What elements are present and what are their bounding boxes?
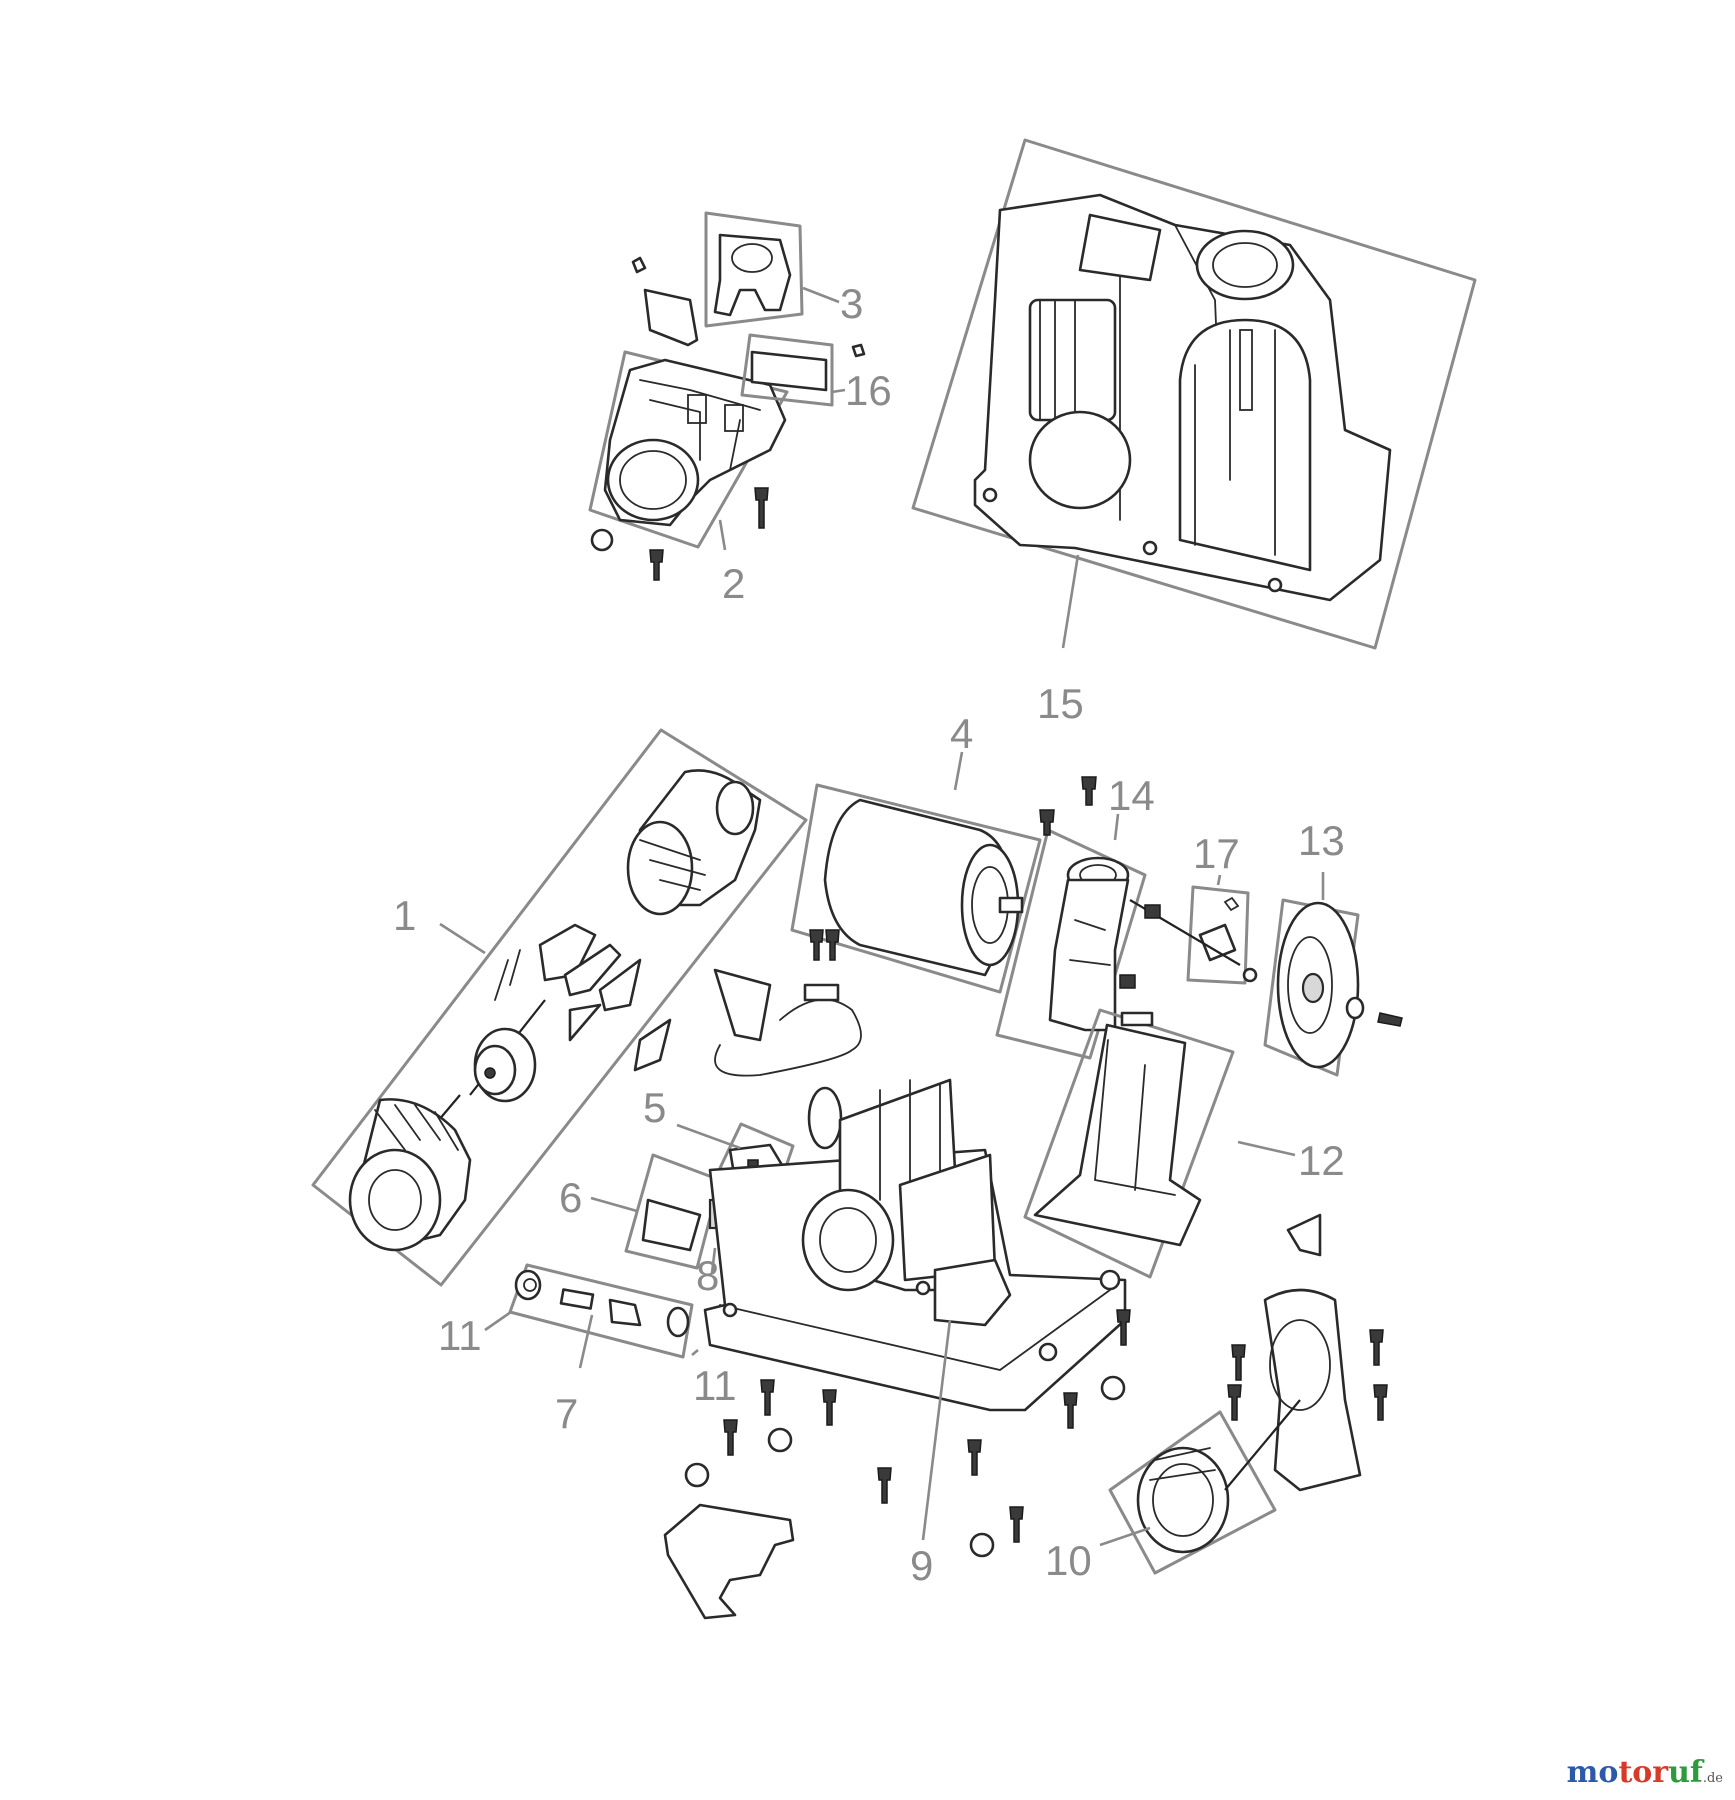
watermark-part-1: mo xyxy=(1566,1755,1619,1790)
callout-5: 5 xyxy=(643,1084,666,1131)
callout-15: 15 xyxy=(1037,680,1084,727)
callout-labels: 1 2 3 16 15 4 14 17 13 12 5 6 8 11 11 7 … xyxy=(393,280,1345,1589)
loose-screws-top xyxy=(590,487,769,581)
frame-10 xyxy=(1108,1410,1277,1575)
callout-11a: 11 xyxy=(438,1312,482,1359)
right-stand xyxy=(1224,1213,1362,1492)
watermark-part-2: tor xyxy=(1618,1755,1669,1790)
part-10-holder xyxy=(1108,1410,1277,1575)
callout-7: 7 xyxy=(555,1390,578,1437)
frame-7-11 xyxy=(508,1263,694,1359)
frame-12 xyxy=(1023,1008,1235,1279)
callout-9: 9 xyxy=(910,1542,933,1589)
callout-13: 13 xyxy=(1298,817,1345,864)
callout-17: 17 xyxy=(1193,830,1240,877)
part-17-coupling xyxy=(1119,885,1250,989)
part-15-housing xyxy=(911,138,1477,650)
part-7-11-pins xyxy=(508,1263,694,1359)
callout-16: 16 xyxy=(845,367,892,414)
power-cable xyxy=(713,929,862,1150)
part-14-bracket xyxy=(995,776,1147,1060)
frame-4 xyxy=(790,783,1042,994)
leader-lines xyxy=(439,286,1325,1547)
part-16-plate xyxy=(740,333,866,407)
loose-screws-bottom xyxy=(663,1309,1388,1620)
callout-2: 2 xyxy=(722,560,745,607)
part-6-plate xyxy=(624,1153,722,1270)
callout-8: 8 xyxy=(696,1252,719,1299)
frame-3 xyxy=(704,211,804,328)
frame-15 xyxy=(911,138,1477,650)
callout-1: 1 xyxy=(393,892,416,939)
frame-1 xyxy=(311,728,808,1287)
part-4-motor xyxy=(790,783,1042,994)
callout-14: 14 xyxy=(1108,772,1155,819)
part-1-cutter-assembly xyxy=(311,728,808,1287)
part-3-clamp xyxy=(631,211,804,347)
part-12-guard xyxy=(1023,1008,1235,1279)
callout-3: 3 xyxy=(840,280,863,327)
callout-10: 10 xyxy=(1045,1537,1092,1584)
callout-11b: 11 xyxy=(693,1362,737,1409)
callout-4: 4 xyxy=(950,710,973,757)
frame-6 xyxy=(624,1153,722,1270)
frame-16 xyxy=(740,333,834,407)
frame-17 xyxy=(1186,885,1250,985)
part-9-base xyxy=(703,1078,1127,1412)
watermark-tld: .de xyxy=(1702,1771,1723,1786)
motoruf-watermark-logo: motoruf.de xyxy=(1567,1755,1723,1790)
callout-12: 12 xyxy=(1298,1137,1345,1184)
part-13-grinding-wheel xyxy=(1242,898,1403,1077)
callout-6: 6 xyxy=(559,1174,582,1221)
part-2-holder-assembly xyxy=(588,350,789,549)
watermark-part-3: uf xyxy=(1668,1755,1703,1790)
